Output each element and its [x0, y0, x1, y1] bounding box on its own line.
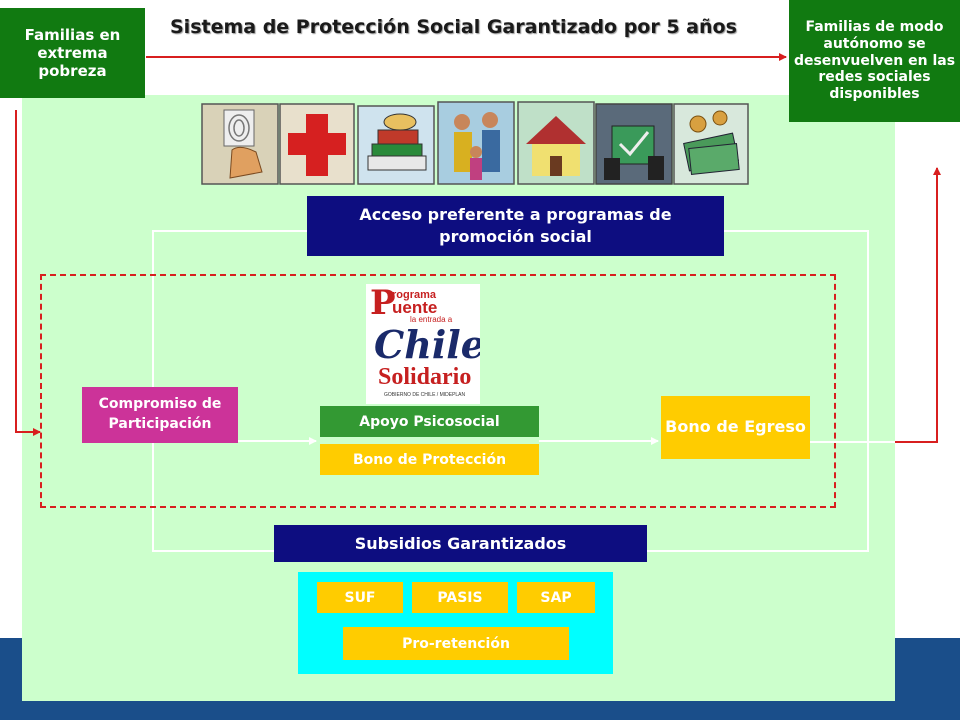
protection-bonus-label: Bono de Protección [352, 451, 507, 468]
puente-chile-solidario-logo: P rograma uente la entrada a Chile Solid… [366, 284, 480, 404]
illustrations-strip [201, 101, 749, 185]
psychosocial-support-box: Apoyo Psicosocial [320, 406, 539, 437]
page-title: Sistema de Protección Social Garantizado… [170, 16, 737, 38]
extreme-poverty-label: Familias en extrema pobreza [24, 26, 121, 80]
suf-box: SUF [317, 582, 403, 613]
pro-retention-label: Pro-retención [402, 635, 510, 652]
svg-text:P: P [370, 284, 396, 323]
fingerprint-hand-icon [201, 103, 279, 185]
exit-bonus-box: Bono de Egreso [661, 396, 810, 459]
svg-text:Solidario: Solidario [378, 364, 471, 390]
books-icon [357, 105, 435, 185]
svg-text:la entrada a: la entrada a [410, 315, 453, 324]
svg-text:rograma: rograma [392, 289, 437, 301]
svg-text:uente: uente [392, 298, 437, 317]
svg-text:GOBIERNO DE CHILE / MIDEPLAN: GOBIERNO DE CHILE / MIDEPLAN [384, 392, 466, 398]
family-icon [437, 101, 515, 185]
program-border [40, 274, 836, 508]
voting-icon [595, 103, 673, 185]
sap-label: SAP [540, 589, 572, 606]
pasis-box: PASIS [412, 582, 508, 613]
guaranteed-subsidies-label: Subsidios Garantizados [354, 534, 567, 553]
pro-retention-box: Pro-retención [343, 627, 569, 660]
suf-label: SUF [344, 589, 376, 606]
preferential-access-label: Acceso preferente a programas de promoci… [359, 205, 672, 246]
sap-box: SAP [517, 582, 595, 613]
house-icon [517, 101, 595, 185]
svg-text:Chile: Chile [374, 322, 480, 367]
exit-bonus-label: Bono de Egreso [665, 417, 806, 437]
autonomous-families-label: Familias de modo autónomo se desenvuelve… [793, 19, 956, 103]
autonomous-families-box: Familias de modo autónomo se desenvuelve… [789, 0, 960, 122]
guaranteed-subsidies-box: Subsidios Garantizados [274, 525, 647, 562]
left-arrow [15, 110, 41, 436]
money-icon [673, 103, 749, 185]
right-arrow [895, 167, 941, 443]
extreme-poverty-box: Familias en extrema pobreza [0, 8, 145, 98]
protection-bonus-box: Bono de Protección [320, 444, 539, 475]
red-cross-icon [279, 103, 355, 185]
preferential-access-box: Acceso preferente a programas de promoci… [307, 196, 724, 256]
psychosocial-support-label: Apoyo Psicosocial [359, 413, 500, 430]
pasis-label: PASIS [437, 589, 483, 606]
participation-commitment-box: Compromiso de Participación [82, 387, 238, 443]
participation-commitment-label: Compromiso de Participación [98, 396, 222, 432]
